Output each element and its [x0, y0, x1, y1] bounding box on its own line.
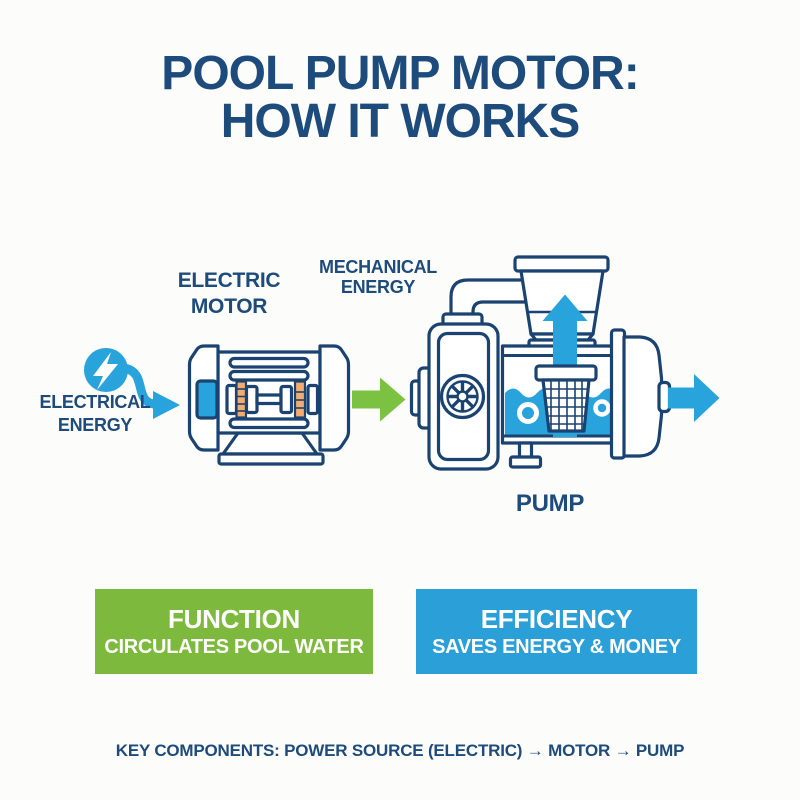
electric-motor-label-line2: MOTOR: [190, 295, 268, 318]
lightning-bolt-icon: [84, 348, 128, 392]
mechanical-energy-label: MECHANICAL ENERGY: [288, 257, 468, 297]
motor-junction-box: [195, 379, 219, 420]
mechanical-energy-label-line1: MECHANICAL: [319, 257, 437, 277]
electrical-flow-curved-arrow-icon: [119, 363, 180, 419]
water-bubble-icon: [593, 399, 611, 417]
function-card-subtitle: CIRCULATES POOL WATER: [104, 636, 364, 658]
page-title-line1: POOL PUMP MOTOR:: [161, 47, 639, 100]
page-title: POOL PUMP MOTOR: HOW IT WORKS: [0, 50, 800, 146]
mechanical-energy-label-line2: ENERGY: [340, 277, 416, 297]
electric-motor-label: ELECTRIC MOTOR: [139, 268, 319, 320]
efficiency-card: EFFICIENCY SAVES ENERGY & MONEY: [416, 589, 697, 674]
blue-right-arrow-icon: [668, 374, 720, 422]
function-card-title: FUNCTION: [168, 604, 300, 634]
electrical-energy-label-line1: ELECTRICAL: [39, 392, 151, 412]
water-bubble-icon: [517, 402, 539, 424]
electrical-energy-label: ELECTRICAL ENERGY: [15, 391, 175, 437]
page-title-line2: HOW IT WORKS: [220, 95, 581, 148]
pump-label: PUMP: [515, 490, 585, 517]
impeller-housing: [427, 322, 500, 471]
efficiency-card-title: EFFICIENCY: [480, 604, 633, 634]
key-components-text: KEY COMPONENTS: POWER SOURCE (ELECTRIC) …: [115, 741, 685, 760]
green-right-arrow-icon: [352, 377, 406, 422]
impeller-icon: [439, 373, 486, 420]
efficiency-card-subtitle: SAVES ENERGY & MONEY: [432, 636, 681, 658]
pump-illustration: [409, 255, 720, 471]
pump-end-cap: [609, 328, 672, 460]
electric-motor-illustration: [187, 344, 351, 466]
electric-motor-label-line1: ELECTRIC: [177, 269, 281, 292]
strainer-basket: [534, 364, 598, 433]
function-card: FUNCTION CIRCULATES POOL WATER: [95, 589, 373, 674]
electrical-energy-label-line2: ENERGY: [57, 415, 133, 435]
